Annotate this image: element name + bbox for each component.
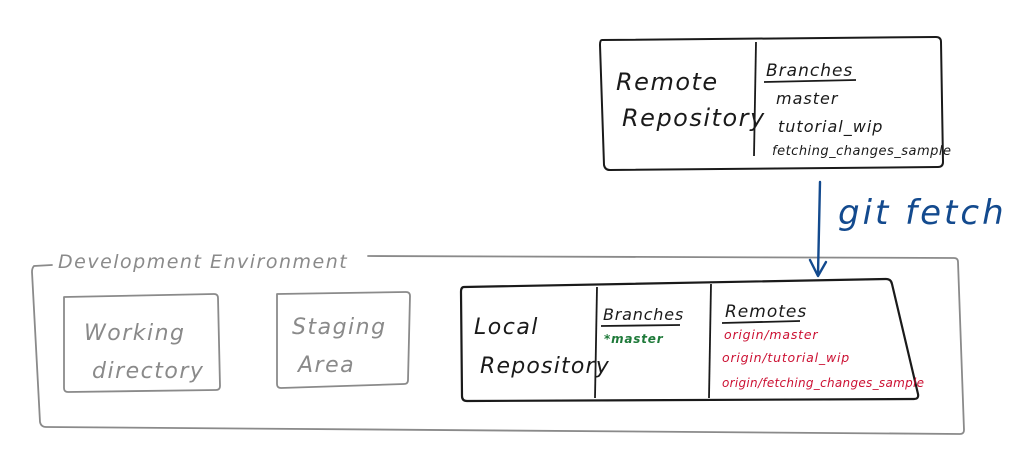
staging-area: Staging Area — [276, 291, 411, 389]
remote-title-line1: Remote — [616, 68, 719, 96]
local-branches-heading: Branches — [603, 305, 684, 324]
fetch-arrow-head — [808, 258, 828, 278]
remote-repository: Remote Repository Branches master tutori… — [599, 36, 952, 171]
remote-branch-item: master — [776, 89, 839, 108]
remote-title-line2: Repository — [622, 104, 766, 132]
local-branch-current: *master — [604, 332, 664, 346]
remote-branch-item: fetching_changes_sample — [772, 144, 952, 159]
remote-branches-underline — [763, 79, 857, 83]
fetch-arrow-shaft — [816, 180, 822, 276]
remote-tracking-branch: origin/tutorial_wip — [722, 350, 850, 365]
local-repository: Local Repository Branches *master Remote… — [459, 277, 924, 403]
working-directory-line2: directory — [92, 359, 204, 384]
staging-area-box — [276, 291, 411, 389]
development-environment: Development Environment — [31, 251, 965, 435]
working-directory-box — [63, 293, 221, 393]
remote-tracking-branch: origin/master — [724, 327, 818, 342]
staging-area-line1: Staging — [292, 315, 387, 340]
local-repository-box — [459, 277, 920, 403]
environment-label: Development Environment — [58, 251, 348, 273]
remote-tracking-branch: origin/fetching_changes_sample — [722, 376, 924, 390]
remote-repository-box — [599, 36, 944, 171]
remote-branches-heading: Branches — [766, 61, 853, 81]
environment-frame — [31, 255, 965, 435]
remote-branch-item: tutorial_wip — [778, 117, 883, 137]
local-title-line2: Repository — [480, 354, 610, 379]
remote-divider — [753, 41, 757, 157]
local-branches-underline — [600, 324, 681, 327]
local-remotes-underline — [721, 320, 801, 324]
local-divider-1 — [594, 286, 598, 399]
local-divider-2 — [708, 283, 712, 399]
git-fetch-arrow: git fetch — [808, 180, 1007, 278]
working-directory-line1: Working — [84, 321, 186, 346]
working-directory: Working directory — [63, 293, 221, 393]
fetch-command-label: git fetch — [838, 193, 1007, 233]
local-title-line1: Local — [474, 315, 539, 340]
local-remotes-heading: Remotes — [725, 302, 807, 322]
staging-area-line2: Area — [296, 353, 355, 378]
